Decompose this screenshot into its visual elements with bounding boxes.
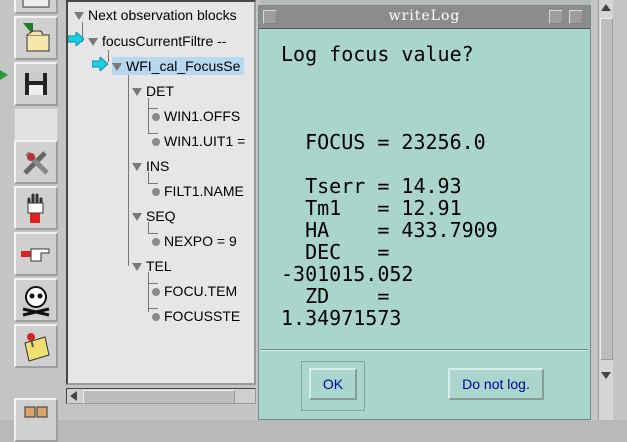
tree-connector [148,108,158,109]
scrollbar-thumb[interactable] [600,18,613,360]
tree-leaf[interactable]: NEXPO = 9 [152,232,237,250]
tree-leaf[interactable]: FOCU.TEM [152,282,237,300]
pointing-hand-icon [21,248,50,262]
default-button-frame [301,361,365,411]
window-menu-icon[interactable] [263,10,277,24]
dialog-message: Log focus value? FOCUS = 23256.0 Tserr =… [281,42,498,330]
tree-node-det-label: DET [146,83,174,99]
tree-node-tel-label: TEL [146,258,172,274]
tree-panel: Next observation blocks focusCurrentFilt… [62,0,260,420]
tools-button[interactable] [14,140,58,184]
tree-node-selected-label: WFI_cal_FocusSe [126,58,241,74]
skull-button[interactable] [14,278,58,322]
pointing-hand-button[interactable] [14,232,58,276]
dialog-titlebar[interactable]: writeLog [259,6,590,29]
minimize-icon[interactable] [549,10,563,24]
tree-node-ins[interactable]: INS [132,157,169,175]
leaf-bullet-icon [152,238,160,247]
tree-node-focus[interactable]: focusCurrentFiltre -- [88,32,226,50]
leaf-bullet-icon [152,138,160,147]
tree-connector [148,133,158,134]
dialog-separator [261,349,588,351]
stop-button[interactable] [14,186,58,230]
tree-node-seq[interactable]: SEQ [132,207,176,225]
tree-connector [128,74,129,266]
scroll-up-arrow-icon[interactable] [601,4,611,11]
green-marker-icon [0,70,8,80]
tree-node-seq-label: SEQ [146,208,176,224]
tree-leaf[interactable]: FOCUSSTE [152,307,240,325]
maximize-icon[interactable] [569,10,583,24]
do-not-log-button[interactable]: Do not log. [448,368,544,400]
expanded-triangle-icon [132,163,142,172]
tree-leaf-label: NEXPO = 9 [164,233,237,249]
tree-root-label: Next observation blocks [88,7,237,23]
tree-leaf-label: WIN1.UIT1 = [164,133,246,149]
window-icon [22,0,50,8]
tree-leaf[interactable]: WIN1.OFFS [152,107,240,125]
leaf-bullet-icon [152,188,160,197]
scroll-down-arrow-icon[interactable] [601,372,611,379]
expanded-triangle-icon [132,263,142,272]
expanded-triangle-icon [74,12,84,21]
scroll-left-arrow-icon[interactable] [70,391,77,401]
expanded-triangle-icon [88,38,98,47]
bottom-button[interactable] [14,398,58,442]
hand-icon [27,193,44,223]
floppy-disk-icon [25,73,47,95]
edit-folder-button[interactable] [14,16,58,60]
dialog-title: writeLog [388,8,461,24]
ok-button[interactable]: OK [309,368,357,400]
tree-node-det[interactable]: DET [132,82,174,100]
tree-root-node[interactable]: Next observation blocks [74,6,237,24]
scrollbar-thumb[interactable] [83,390,235,404]
tree-connector [148,283,158,284]
tree-connector [148,172,149,184]
expanded-triangle-icon [112,63,122,72]
current-arrow-icon [92,57,108,71]
tree-leaf[interactable]: FILT1.NAME [152,182,244,200]
tree-connector [148,272,149,312]
vertical-scrollbar[interactable] [598,0,613,420]
writelog-dialog: writeLog Log focus value? FOCUS = 23256.… [258,5,591,420]
tree-leaf[interactable]: WIN1.UIT1 = [152,132,245,150]
notes-button[interactable] [14,324,58,368]
tree-node-selected[interactable]: WFI_cal_FocusSe [112,57,245,75]
tree-leaf-label: FILT1.NAME [164,183,244,199]
left-toolbar [0,0,63,442]
leaf-bullet-icon [152,113,160,122]
leaf-bullet-icon [152,288,160,297]
tree-node-focus-label: focusCurrentFiltre -- [102,33,227,49]
tree-connector [82,22,83,42]
tree-connector [148,233,158,234]
toolbar-top-button[interactable] [14,0,58,14]
notepad-pin-icon [24,333,50,362]
tree-leaf-label: FOCUSSTE [164,308,241,324]
tree-connector [148,183,158,184]
tree-connector [148,308,158,309]
right-panel [591,0,627,420]
tree-connector [148,98,149,134]
tree-leaf-label: FOCU.TEM [164,283,238,299]
tree-horizontal-scrollbar[interactable] [66,388,256,404]
tools-icon [23,151,49,175]
skull-crossbones-icon [22,286,50,317]
pencil-folder-icon [23,23,50,52]
tree-node-ins-label: INS [146,158,170,174]
leaf-bullet-icon [152,313,160,322]
tree-node-tel[interactable]: TEL [132,257,172,275]
observation-tree[interactable]: Next observation blocks focusCurrentFilt… [66,0,256,385]
expanded-triangle-icon [132,88,142,97]
expanded-triangle-icon [132,213,142,222]
tree-connector [148,222,149,234]
save-button[interactable] [14,62,58,106]
boxes-icon [24,406,48,418]
tree-leaf-label: WIN1.OFFS [164,108,241,124]
tree-connector [108,50,109,62]
current-arrow-icon [68,32,84,46]
